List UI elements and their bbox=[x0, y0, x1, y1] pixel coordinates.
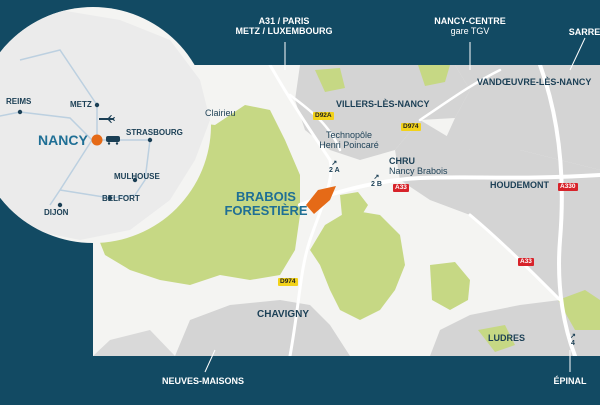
forest-south bbox=[310, 210, 405, 320]
leader-sarreguemines bbox=[569, 37, 586, 71]
train-icon bbox=[106, 136, 120, 145]
exit-4: ↗ 4 bbox=[570, 333, 576, 347]
forest-small-2 bbox=[418, 65, 450, 86]
forest-east-south bbox=[430, 262, 470, 310]
label-sarreguemines: SARREG bbox=[568, 27, 600, 37]
shield-a33-right: A33 bbox=[518, 258, 534, 266]
exit-arrow-icon: ↗ bbox=[373, 174, 380, 181]
urban-chavigny bbox=[175, 300, 350, 356]
inset-rail-west bbox=[0, 111, 21, 121]
exit-arrow-icon: ↗ bbox=[570, 333, 576, 340]
label-brabois-forestiere: BRABOIS FORESTIÈRE bbox=[224, 189, 308, 218]
label-a31: A31 / PARIS METZ / LUXEMBOURG bbox=[235, 16, 333, 36]
road-a330 bbox=[538, 65, 577, 356]
label-technopole: Technopôle Henri Poincaré bbox=[319, 130, 379, 150]
highlight-site bbox=[306, 186, 336, 214]
label-chavigny: CHAVIGNY bbox=[257, 309, 310, 320]
inset-rail-mulhouse bbox=[134, 139, 151, 196]
label-chru: CHRU Nancy Brabois bbox=[389, 156, 448, 176]
airplane-icon bbox=[99, 115, 115, 123]
inset-label-metz: METZ bbox=[70, 100, 92, 109]
label-villers: VILLERS-LÈS-NANCY bbox=[336, 99, 430, 109]
road-a33-south bbox=[468, 213, 562, 302]
shield-d974-top: D974 bbox=[401, 123, 421, 131]
shield-d974-bottom: D974 bbox=[278, 278, 298, 286]
inset-region bbox=[0, 10, 210, 240]
leader-neuves-maisons bbox=[204, 349, 216, 373]
label-vandoeuvre: VANDŒUVRE-LÈS-NANCY bbox=[477, 77, 592, 87]
forest-small-1 bbox=[340, 192, 368, 218]
shield-a330: A330 bbox=[558, 183, 578, 191]
inset-label-dijon: DIJON bbox=[44, 208, 69, 217]
inset-label-reims: REIMS bbox=[6, 97, 32, 106]
inset-label-nancy: NANCY bbox=[38, 132, 88, 148]
inset-dot-strasbourg bbox=[147, 137, 153, 143]
inset-label-strasbourg: STRASBOURG bbox=[126, 128, 183, 137]
exit-arrow-icon: ↗ bbox=[331, 160, 338, 167]
urban-southwest bbox=[93, 330, 175, 356]
label-houdemont: HOUDEMONT bbox=[490, 180, 549, 190]
road-a33 bbox=[298, 173, 600, 207]
inset-dot-belfort bbox=[107, 195, 113, 201]
inset-dot-metz bbox=[94, 102, 100, 108]
forest-small-4 bbox=[558, 290, 600, 330]
inset-label-mulhouse: MULHOUSE bbox=[114, 172, 160, 181]
urban-houdemont bbox=[395, 120, 600, 310]
inset-dot-mulhouse bbox=[132, 177, 138, 183]
urban-vandoeuvre bbox=[445, 65, 600, 170]
inset-rail-reims bbox=[19, 111, 93, 141]
label-neuves-maisons: NEUVES-MAISONS bbox=[161, 376, 245, 386]
road-vandoeuvre bbox=[418, 68, 502, 122]
inset-dot-nancy bbox=[91, 134, 103, 146]
shield-d92a: D92A bbox=[313, 112, 334, 120]
exit-2b: ↗ 2 B bbox=[371, 174, 382, 188]
inset-dot-reims bbox=[17, 109, 23, 115]
label-ludres: LUDRES bbox=[488, 333, 526, 343]
inset-dot-dijon bbox=[57, 202, 63, 208]
label-clairieu: Clairieu bbox=[205, 108, 236, 118]
label-nancy-centre: NANCY-CENTRE gare TGV bbox=[434, 16, 506, 36]
forest-small-5 bbox=[315, 68, 345, 92]
inset-label-belfort: BELFORT bbox=[102, 194, 140, 203]
shield-a33-mid: A33 bbox=[393, 184, 409, 192]
forest-small-3 bbox=[478, 325, 515, 352]
inset-rail-north bbox=[19, 49, 98, 106]
urban-ludres bbox=[430, 300, 600, 356]
label-epinal: ÉPINAL bbox=[553, 376, 587, 386]
exit-2a: ↗ 2 A bbox=[329, 160, 340, 174]
